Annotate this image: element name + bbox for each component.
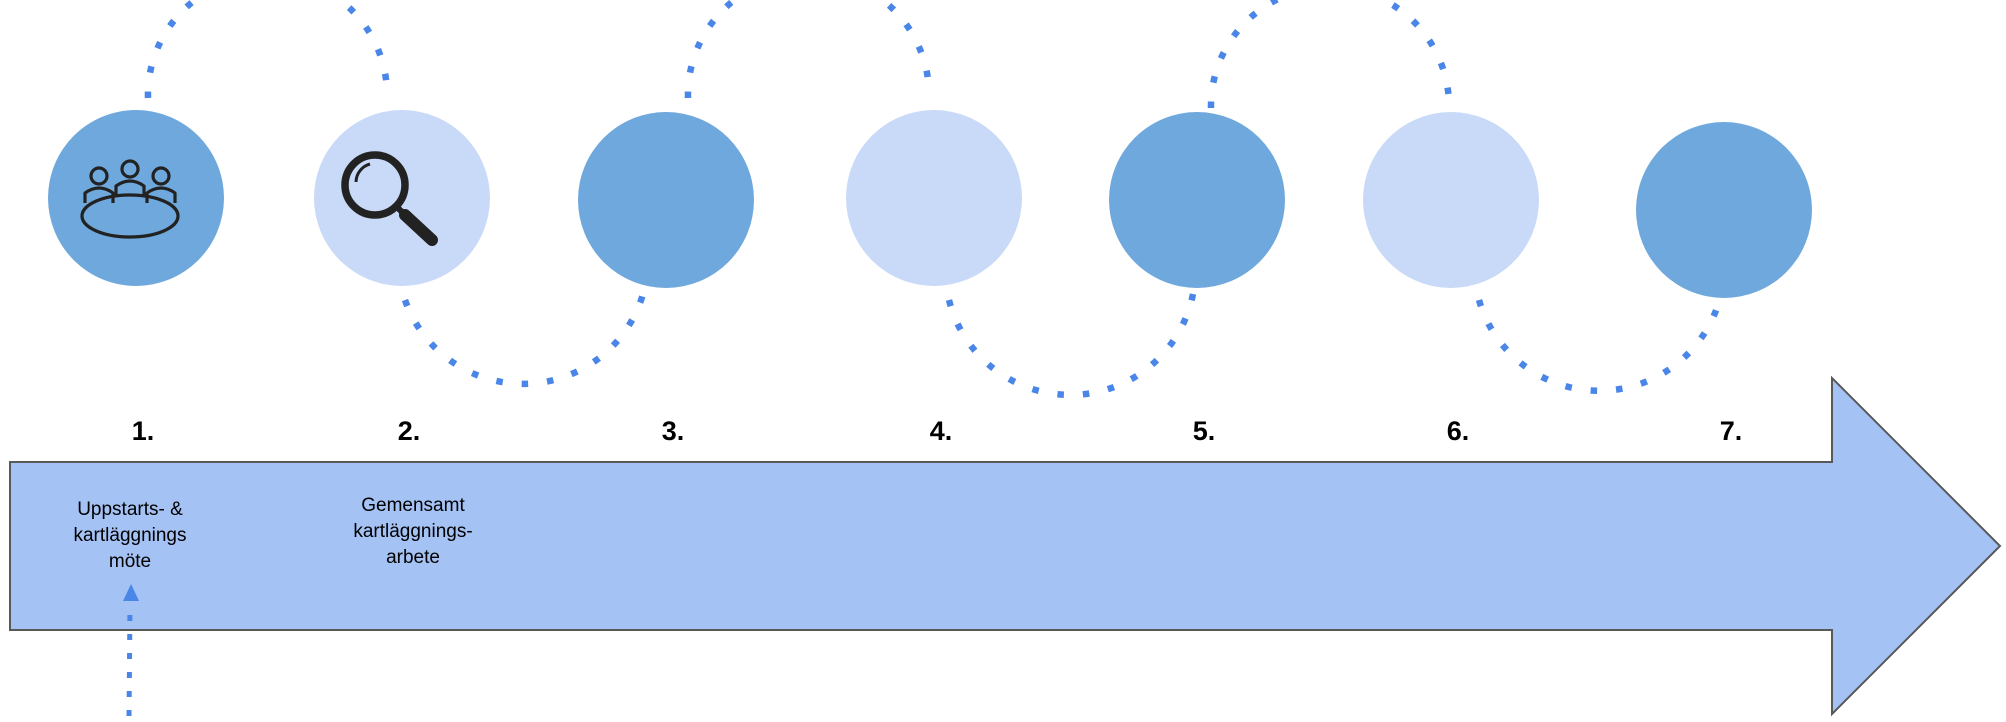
- connector-arc-5-6: [1207, 0, 1453, 109]
- step-label-2: Gemensamt kartläggnings-arbete: [313, 493, 513, 571]
- meeting-table-icon: [80, 159, 180, 239]
- connector-arc-2-3: [401, 293, 647, 388]
- step-number-7: 7.: [1719, 416, 1743, 446]
- step-number-6: 6.: [1446, 416, 1470, 446]
- connector-arc-3-4: [684, 0, 933, 99]
- step-number-4: 4.: [929, 416, 953, 446]
- step-number-2: 2.: [397, 416, 421, 446]
- connector-arc-6-7: [1475, 293, 1725, 394]
- step-circle-5: [1109, 112, 1285, 288]
- step-number-5: 5.: [1192, 416, 1216, 446]
- step-label-line: Uppstarts- &: [77, 499, 183, 520]
- step-label-1: Uppstarts- & kartläggnings möte: [30, 497, 230, 575]
- step-circle-1: [48, 110, 224, 286]
- step-label-line: möte: [108, 551, 152, 572]
- step-label-line: Gemensamt: [361, 495, 465, 516]
- step-label-line: kartläggnings: [73, 525, 187, 546]
- timeline-arrow: [9, 375, 2002, 717]
- step-circle-7: [1636, 122, 1812, 298]
- step-circle-6: [1363, 112, 1539, 288]
- step-number-1: 1.: [131, 416, 155, 446]
- start-pointer-arrow: [123, 584, 139, 717]
- step-label-line: arbete: [386, 547, 440, 568]
- connector-arc-4-5: [945, 293, 1197, 399]
- magnifier-icon: [341, 151, 438, 246]
- step-number-3: 3.: [661, 416, 685, 446]
- step-circle-3: [578, 112, 754, 288]
- step-circle-4: [846, 110, 1022, 286]
- step-label-line: kartläggnings-: [353, 521, 473, 542]
- connector-arc-1-2: [144, 0, 391, 99]
